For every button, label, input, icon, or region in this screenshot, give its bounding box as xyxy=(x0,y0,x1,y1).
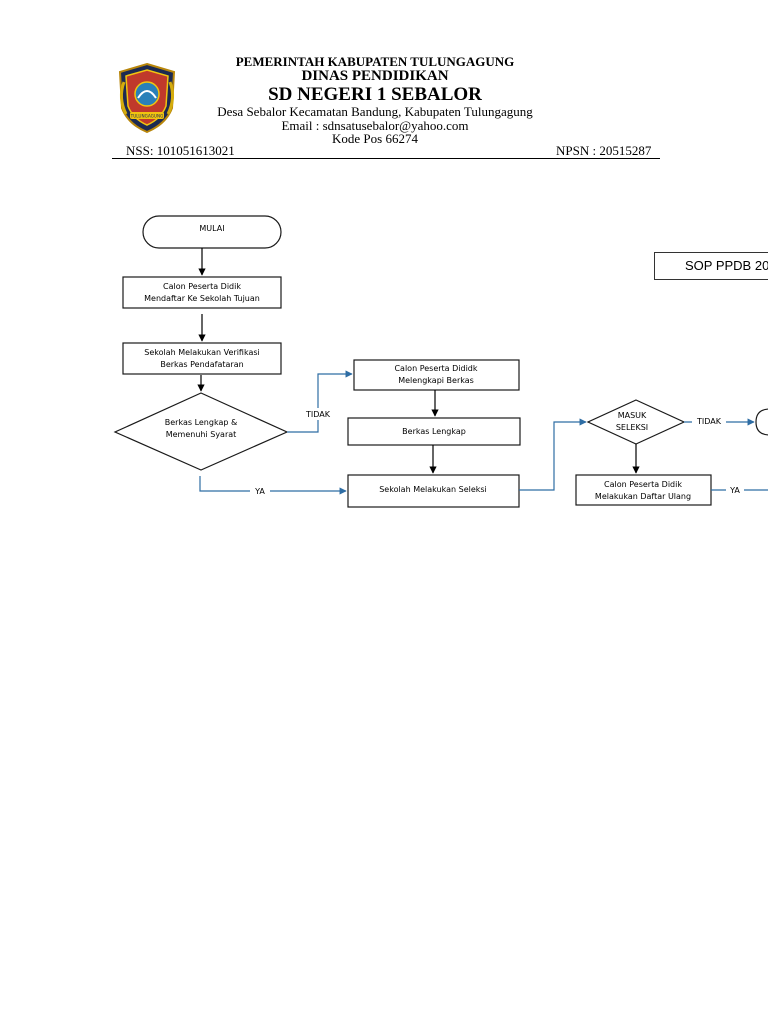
arrow-selection-to-decision-selected xyxy=(519,418,587,491)
step-reregister-label-2: Melakukan Daftar Ulang xyxy=(595,492,691,501)
letterhead-email: Email : sdnsatusebalor@yahoo.com xyxy=(281,118,469,133)
step-register-label-1: Calon Peserta Didik xyxy=(163,282,241,291)
step-reregister-label-1: Calon Peserta Didik xyxy=(604,480,682,489)
step-verify-label-2: Berkas Pendafataran xyxy=(160,360,243,369)
step-reregister-node: Calon Peserta Didik Melakukan Daftar Ula… xyxy=(575,474,712,506)
step-verify-label-1: Sekolah Melakukan Verifikasi xyxy=(144,348,260,357)
letterhead-government: PEMERINTAH KABUPATEN TULUNGAGUNG xyxy=(235,54,515,69)
step-selection-label: Sekolah Melakukan Seleksi xyxy=(379,485,487,494)
sop-label-box: SOP PPDB 20 xyxy=(654,252,768,280)
decision-selected-label-1: MASUK xyxy=(618,411,647,420)
edge-label-tidak-2: TIDAK xyxy=(696,417,722,426)
letterhead-address: Desa Sebalor Kecamatan Bandung, Kabupate… xyxy=(217,104,533,119)
decision-selected-node: MASUK SELEKSI xyxy=(586,399,686,445)
start-node-label: MULAI xyxy=(199,224,224,233)
letterhead-school-name: SD NEGERI 1 SEBALOR xyxy=(268,84,482,105)
step-selection-node: Sekolah Melakukan Seleksi xyxy=(347,474,520,508)
step-files-complete-node: Berkas Lengkap xyxy=(347,417,521,446)
letterhead-npsn: NPSN : 20515287 xyxy=(556,143,652,158)
tulungagung-crest-icon: TULUNGAGUNG xyxy=(118,62,176,134)
step-complete-files-node: Calon Peserta Dididk Melengkapi Berkas xyxy=(353,359,520,391)
decision-complete-label-1: Berkas Lengkap & xyxy=(165,418,237,427)
letterhead-nss: NSS: 101051613021 xyxy=(126,143,235,158)
logo-text: TULUNGAGUNG xyxy=(130,114,164,119)
letterhead-divider xyxy=(112,158,660,159)
edge-label-ya: YA xyxy=(254,487,265,496)
arrow-decision-tidak-to-complete-files xyxy=(287,370,353,433)
start-node: MULAI xyxy=(142,215,282,249)
step-complete-files-label-1: Calon Peserta Dididk xyxy=(394,364,477,373)
step-files-complete-label: Berkas Lengkap xyxy=(402,427,466,436)
edge-label-tidak: TIDAK xyxy=(305,410,331,419)
letterhead: TULUNGAGUNG PEMERINTAH KABUPATEN TULUNGA… xyxy=(0,0,768,170)
step-verify-node: Sekolah Melakukan Verifikasi Berkas Pend… xyxy=(122,342,282,375)
decision-selected-label-2: SELEKSI xyxy=(616,423,648,432)
letterhead-postal-code: Kode Pos 66274 xyxy=(332,131,418,146)
step-register-label-2: Mendaftar Ke Sekolah Tujuan xyxy=(144,294,260,303)
step-register-node: Calon Peserta Didik Mendaftar Ke Sekolah… xyxy=(122,276,282,309)
edge-label-ya-2: YA xyxy=(729,486,740,495)
decision-complete-label-2: Memenuhi Syarat xyxy=(166,430,237,439)
arrow-decision-ya-to-selection xyxy=(199,476,347,495)
decision-complete-node: Berkas Lengkap & Memenuhi Syarat xyxy=(113,392,289,471)
step-complete-files-label-2: Melengkapi Berkas xyxy=(398,376,474,385)
letterhead-department: DINAS PENDIDIKAN xyxy=(301,68,449,84)
end-node-partial xyxy=(755,408,768,436)
